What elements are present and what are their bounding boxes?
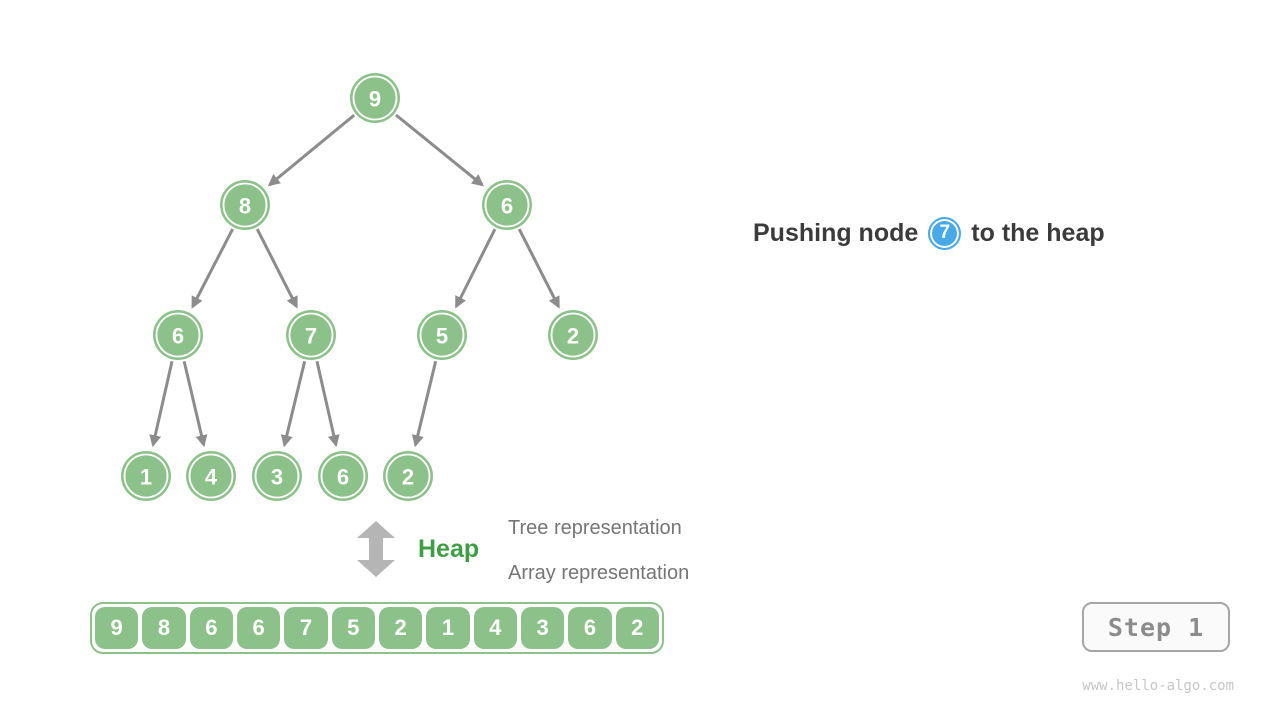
- tree-node-value: 3: [271, 465, 283, 490]
- tree-node-value: 6: [172, 324, 184, 349]
- watermark: www.hello-algo.com: [1082, 678, 1234, 694]
- tree-edge: [517, 228, 560, 309]
- tree-edge: [191, 228, 234, 309]
- tree-node: 2: [548, 310, 598, 360]
- tree-edge: [149, 360, 174, 448]
- tree-node-value: 6: [337, 465, 349, 490]
- tree-node: 6: [153, 310, 203, 360]
- array-cell: 3: [520, 607, 565, 649]
- tree-node: 6: [482, 180, 532, 230]
- tree-node-value: 5: [436, 324, 448, 349]
- tree-edge: [267, 114, 356, 187]
- step-badge: Step 1: [1082, 602, 1230, 652]
- array-cell: 6: [568, 607, 612, 649]
- tree-node-value: 1: [140, 465, 152, 490]
- tree-edge: [395, 113, 485, 187]
- tree-node-value: 8: [239, 194, 251, 219]
- tree-node: 9: [350, 73, 400, 123]
- array-cell: 8: [142, 607, 186, 649]
- tree-node-value: 9: [369, 87, 381, 112]
- tree-node-value: 4: [205, 465, 218, 490]
- array-cell: 9: [95, 607, 139, 649]
- tree-node-value: 2: [567, 324, 579, 349]
- array-cell: 2: [615, 607, 659, 649]
- tree-node: 4: [186, 451, 236, 501]
- tree-representation-label: Tree representation: [508, 517, 682, 539]
- tree-node: 3: [252, 451, 302, 501]
- array-cell: 6: [189, 607, 233, 649]
- up-down-arrow-shape: [357, 521, 395, 577]
- array-representation-label: Array representation: [508, 562, 690, 584]
- array-cell: 5: [331, 607, 375, 649]
- array-cell: 6: [236, 607, 281, 649]
- pushed-node-badge: 7: [928, 216, 962, 250]
- tree-node: 6: [318, 451, 368, 501]
- array-cell: 4: [473, 607, 517, 649]
- tree-node: 7: [286, 310, 336, 360]
- tree-node: 1: [121, 451, 171, 501]
- tree-node-value: 2: [402, 465, 414, 490]
- tree-edge: [182, 360, 208, 448]
- tree-node: 8: [220, 180, 270, 230]
- tree-edge: [411, 360, 438, 448]
- heap-tag: Heap: [357, 520, 479, 578]
- array-cell: 2: [378, 607, 423, 649]
- up-down-arrow-icon: [357, 521, 395, 577]
- tree-node: 2: [383, 451, 433, 501]
- tree-node-value: 6: [501, 194, 513, 219]
- tree-edge: [280, 360, 307, 448]
- array-cell: 1: [426, 607, 470, 649]
- tree-edge: [454, 228, 497, 309]
- heap-tree-diagram: 9 8 6 6 7 5 2 1 4 3 6 2: [121, 73, 598, 501]
- caption-text-before: Pushing node: [753, 218, 919, 247]
- caption: Pushing node 7 to the heap: [753, 210, 1105, 256]
- heap-label: Heap: [418, 534, 480, 563]
- tree-node-value: 7: [305, 324, 317, 349]
- caption-text-after: to the heap: [971, 218, 1105, 247]
- tree-edge: [315, 360, 340, 448]
- array-cell: 7: [284, 607, 328, 649]
- tree-node: 5: [417, 310, 467, 360]
- tree-edge: [255, 228, 298, 309]
